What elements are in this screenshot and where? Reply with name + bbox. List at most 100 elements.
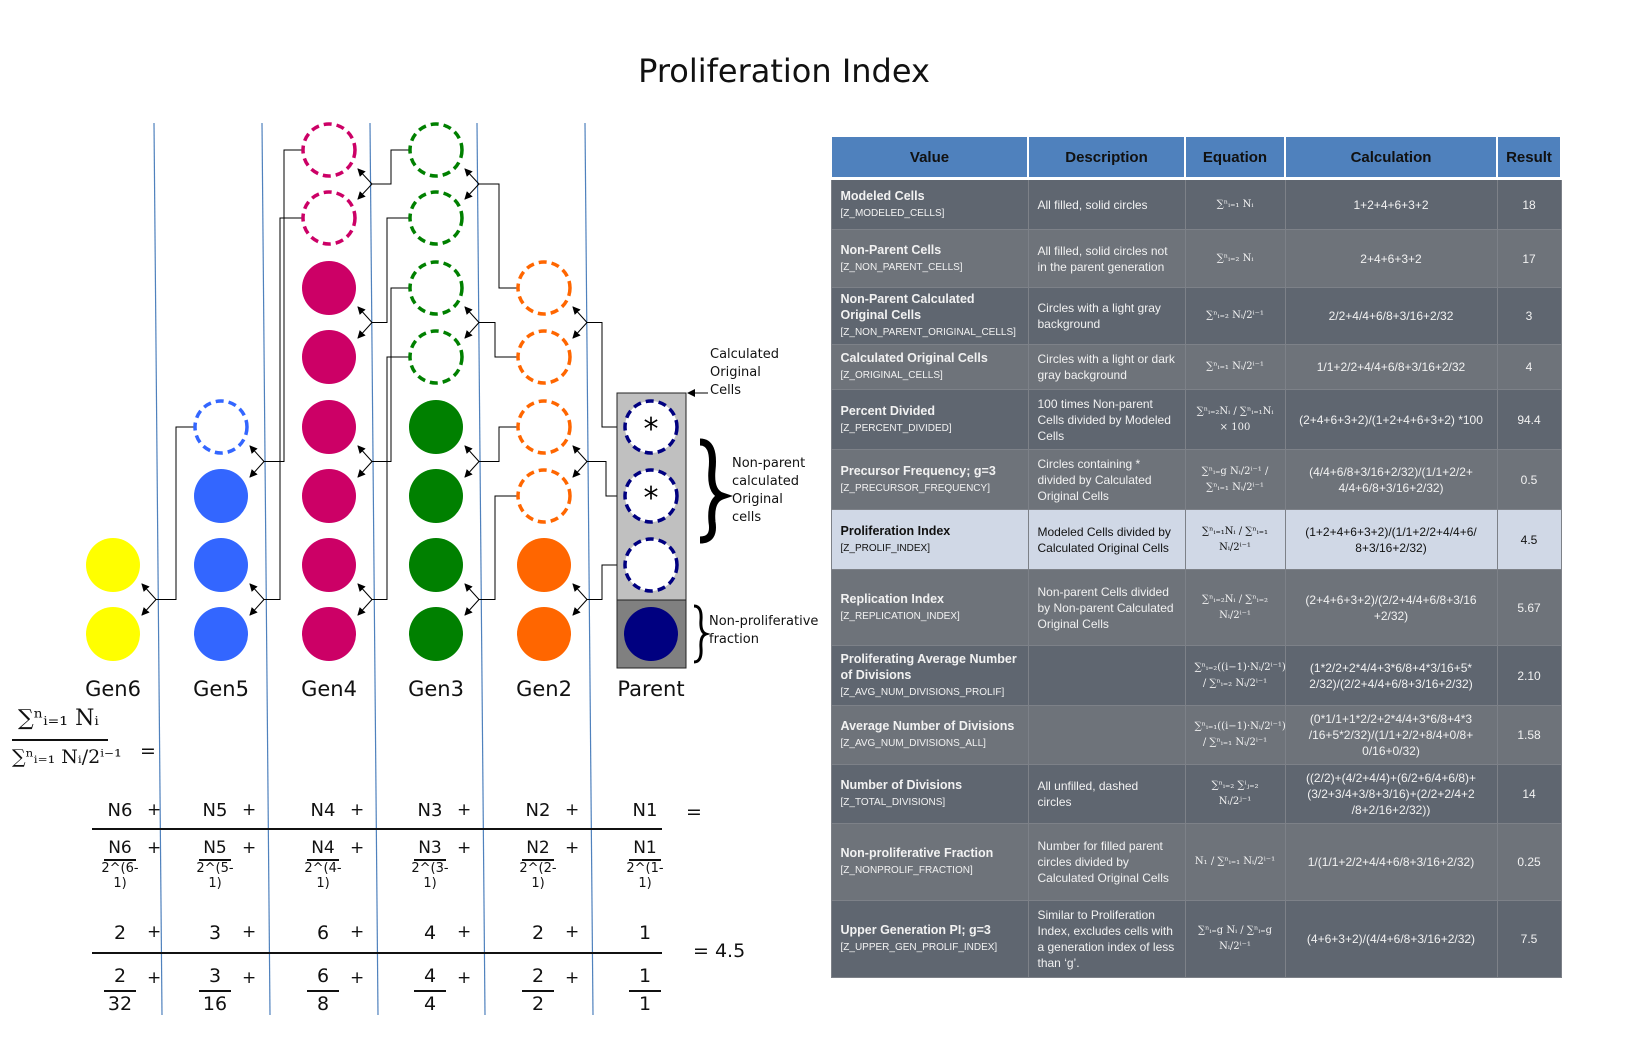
lineage-arrow xyxy=(141,583,157,600)
lineage-arrow xyxy=(357,183,373,200)
value-cell: Upper Generation PI; g=3[Z_UPPER_GEN_PRO… xyxy=(830,900,1029,978)
plus-sign: + xyxy=(242,838,257,858)
table-row: Upper Generation PI; g=3[Z_UPPER_GEN_PRO… xyxy=(830,900,1562,978)
denominator-power-term: 2^(3-1) xyxy=(411,861,449,891)
plus-sign: + xyxy=(565,800,580,820)
calculation-cell: 2+4+6+3+2 xyxy=(1284,229,1498,288)
lineage-arrow xyxy=(357,461,373,478)
fraction-denominator: 8 xyxy=(316,993,330,1015)
calculation-cell: (4/4+6/8+3/16+2/32)/(1/1+2/2+ 4/4+6/8+3/… xyxy=(1284,449,1498,510)
result-cell: 17 xyxy=(1496,229,1562,288)
divided-cell-circle xyxy=(516,260,572,316)
lineage-arrow xyxy=(249,583,265,600)
value-code: [Z_ORIGINAL_CELLS] xyxy=(840,370,943,381)
lineage-arrow xyxy=(464,599,480,616)
precursor-star: * xyxy=(644,481,659,516)
value-code: [Z_MODELED_CELLS] xyxy=(840,207,945,219)
generation-count-term: N3 xyxy=(417,800,443,821)
precursor-star: * xyxy=(644,412,659,447)
result-cell: 1.58 xyxy=(1496,705,1562,765)
calculation-cell: (2+4+6+3+2)/(1+2+4+6+3+2) *100 xyxy=(1284,389,1498,450)
table-row: Proliferating Average Number of Division… xyxy=(830,645,1562,706)
formula-equals: = xyxy=(140,740,156,762)
calculation-cell: 1+2+4+6+3+2 xyxy=(1284,178,1498,230)
value-cell: Precursor Frequency; g=3[Z_PRECURSOR_FRE… xyxy=(830,449,1029,510)
value-name: Average Number of Divisions xyxy=(840,719,1015,733)
calculation-cell: (2+4+6+3+2)/(2/2+4/4+6/8+3/16 +2/32) xyxy=(1284,569,1498,646)
generation-divider xyxy=(584,122,594,1016)
equation-cell: ∑ⁿᵢ₌g Nᵢ/2ⁱ⁻¹ / ∑ⁿᵢ₌₁ Nᵢ/2ⁱ⁻¹ xyxy=(1184,449,1286,510)
fraction-denominator: 1 xyxy=(638,993,652,1015)
plus-sign: + xyxy=(457,922,472,942)
result-cell: 5.67 xyxy=(1496,569,1562,646)
table-row: Non-Parent Cells[Z_NON_PARENT_CELLS]All … xyxy=(830,229,1562,288)
description-cell xyxy=(1027,705,1186,765)
divided-cell-circle xyxy=(623,537,679,593)
lineage-connector xyxy=(479,426,517,462)
description-cell: All filled, solid circles xyxy=(1027,178,1186,230)
lineage-connector xyxy=(372,287,409,462)
equation-cell: ∑ⁿᵢ₌₁Nᵢ / ∑ⁿᵢ₌₁ Nᵢ/2ⁱ⁻¹ xyxy=(1184,509,1286,570)
filled-cell-circle xyxy=(194,607,248,661)
description-cell: Number for filled parent circles divided… xyxy=(1027,823,1186,901)
filled-cell-circle xyxy=(86,607,140,661)
generation-label: Gen2 xyxy=(516,677,572,701)
description-cell xyxy=(1027,645,1186,706)
denominator-power-term: 2^(2-1) xyxy=(519,861,557,891)
plus-sign: + xyxy=(147,968,162,988)
formula-numerator: ∑ⁿᵢ₌₁ Nᵢ xyxy=(18,706,99,731)
lineage-arrow xyxy=(357,445,373,462)
filled-cell-circle xyxy=(409,607,463,661)
filled-cell-circle xyxy=(302,261,356,315)
value-name: Calculated Original Cells xyxy=(840,351,988,365)
page-title: Proliferation Index xyxy=(638,52,930,90)
count-value: 1 xyxy=(638,922,652,944)
equation-cell: ∑ⁿᵢ₌₂ Nᵢ/2ⁱ⁻¹ xyxy=(1184,287,1286,345)
generation-label: Parent xyxy=(617,677,685,701)
divided-cell-circle xyxy=(623,399,679,455)
value-name: Replication Index xyxy=(840,591,945,606)
lineage-arrow xyxy=(249,445,265,462)
description-cell: Similar to Proliferation Index, excludes… xyxy=(1027,900,1186,978)
column-header: Description xyxy=(1027,137,1186,180)
filled-cell-circle xyxy=(194,538,248,592)
value-name: Proliferating Average Number of Division… xyxy=(840,651,1017,682)
filled-cell-circle xyxy=(86,538,140,592)
description-cell: 100 times Non-parent Cells divided by Mo… xyxy=(1027,389,1186,450)
calculation-cell: (1+2+4+6+3+2)/(1/1+2/2+4/4+6/ 8+3/16+2/3… xyxy=(1284,509,1498,570)
table-row: Percent Divided[Z_PERCENT_DIVIDED]100 ti… xyxy=(830,389,1562,450)
non-parent-label: Non-parent calculated Original cells xyxy=(732,456,806,525)
result-cell: 2.10 xyxy=(1496,645,1562,706)
denominator-power-term: 2^(5-1) xyxy=(196,861,234,891)
result-value: = 4.5 xyxy=(693,940,746,962)
fraction-numerator: 4 xyxy=(423,965,437,987)
filled-cell-circle xyxy=(302,607,356,661)
divided-cell-circle xyxy=(301,122,357,178)
lineage-arrow xyxy=(464,583,480,600)
equation-cell: ∑ⁿᵢ₌g Nᵢ / ∑ⁿᵢ₌g Nᵢ/2ⁱ⁻¹ xyxy=(1184,900,1286,978)
non-proliferative-brace xyxy=(693,604,711,664)
calculated-original-label: Calculated Original Cells xyxy=(710,347,779,398)
lineage-connector xyxy=(264,149,302,462)
value-name: Modeled Cells xyxy=(840,188,925,203)
table-row: Calculated Original Cells [Z_ORIGINAL_CEL… xyxy=(830,344,1562,390)
lineage-arrow xyxy=(572,583,588,600)
filled-cell-circle xyxy=(409,400,463,454)
lineage-connector xyxy=(587,322,624,428)
lineage-connector xyxy=(587,461,624,497)
denominator-power-term: 2^(6-1) xyxy=(101,861,139,891)
description-cell: All unfilled, dashed circles xyxy=(1027,764,1186,824)
lineage-arrow xyxy=(249,461,265,478)
generation-diagram: ** xyxy=(86,122,734,1016)
value-name: Number of Divisions xyxy=(840,778,963,792)
plus-sign: + xyxy=(147,838,162,858)
count-value: 6 xyxy=(316,922,330,944)
filled-cell-circle xyxy=(302,400,356,454)
lineage-arrow xyxy=(464,168,480,185)
lineage-connector xyxy=(372,217,409,323)
divided-cell-circle xyxy=(408,260,464,316)
value-cell: Calculated Original Cells [Z_ORIGINAL_CEL… xyxy=(830,344,1029,390)
filled-cell-circle xyxy=(517,607,571,661)
calculation-cell: (1*2/2+2*4/4+3*6/8+4*3/16+5* 2/32)/(2/2+… xyxy=(1284,645,1498,706)
divided-cell-circle xyxy=(408,329,464,385)
